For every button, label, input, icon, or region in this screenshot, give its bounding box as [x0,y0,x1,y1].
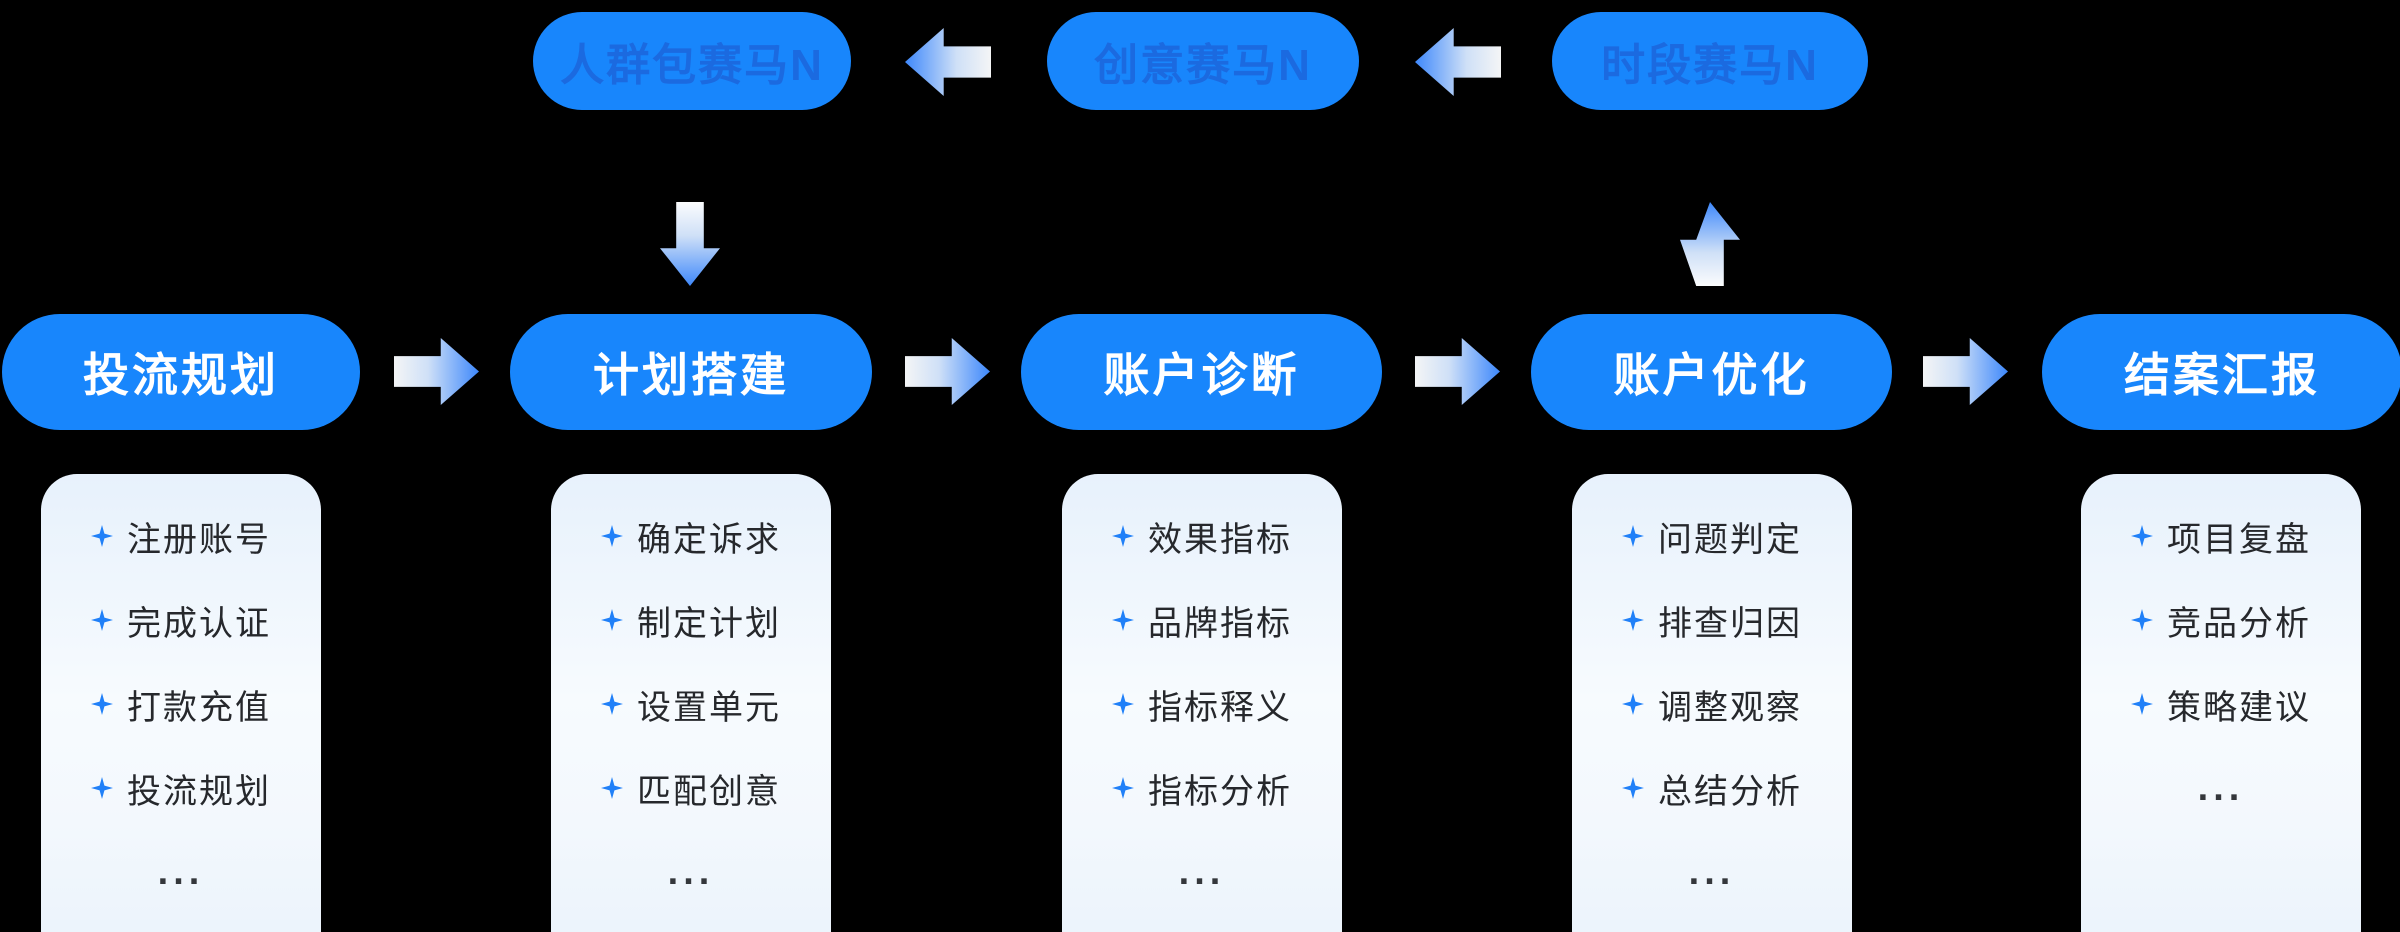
stage-pill-campaign-build: 计划搭建 [510,314,872,430]
arrow-up-icon [1680,202,1740,286]
stage-pill-final-report-label: 结案汇报 [2124,349,2320,401]
list-item: 排查归因 [1572,578,1852,662]
list-item-label: 设置单元 [637,688,781,727]
stage-pill-account-optimization: 账户优化 [1531,314,1892,430]
list-item: 效果指标 [1062,494,1342,578]
four-point-star-icon [2131,525,2153,547]
stage-pill-planning-label: 投流规划 [83,349,279,401]
list-item-label: 指标释义 [1148,688,1292,727]
list-item: 匹配创意 [551,746,831,830]
card-final-report: 项目复盘 竞品分析 策略建议 ... [2081,474,2361,932]
arrow-right-icon [1923,338,2008,405]
list-item-label: 投流规划 [127,772,271,811]
arrow-right-icon [905,338,990,405]
list-item: 指标分析 [1062,746,1342,830]
arrow-down-icon [660,202,720,286]
list-item: 完成认证 [41,578,321,662]
node-creative-race: 创意赛马N [1047,12,1359,110]
list-item: 投流规划 [41,746,321,830]
four-point-star-icon [1112,777,1134,799]
four-point-star-icon [601,777,623,799]
list-item-more: ... [1062,830,1342,914]
four-point-star-icon [2131,693,2153,715]
list-item-label: 品牌指标 [1148,604,1292,643]
arrow-left-icon [1415,28,1501,96]
stage-pill-campaign-build-label: 计划搭建 [593,349,789,401]
four-point-star-icon [1622,609,1644,631]
list-item-label: 排查归因 [1658,604,1802,643]
stage-pill-planning: 投流规划 [2,314,360,430]
card-planning: 注册账号 完成认证 打款充值 投流规划 ... [41,474,321,932]
four-point-star-icon [91,525,113,547]
list-item-label: 指标分析 [1148,772,1292,811]
list-item-label: 完成认证 [127,604,271,643]
list-item-label: 效果指标 [1148,520,1292,559]
list-item-label: 打款充值 [127,688,271,727]
list-item: 确定诉求 [551,494,831,578]
arrow-right-icon [1415,338,1500,405]
stage-pill-account-optimization-label: 账户优化 [1613,349,1810,401]
node-creative-race-label: 创意赛马N [1094,41,1312,90]
list-item: 问题判定 [1572,494,1852,578]
ellipsis-label: ... [157,851,205,893]
four-point-star-icon [1112,525,1134,547]
list-item-more: ... [41,830,321,914]
list-item-label: 竞品分析 [2167,604,2311,643]
list-item: 指标释义 [1062,662,1342,746]
card-account-diagnosis: 效果指标 品牌指标 指标释义 指标分析 ... [1062,474,1342,932]
card-account-optimization: 问题判定 排查归因 调整观察 总结分析 ... [1572,474,1852,932]
node-audience-race-label: 人群包赛马N [560,41,824,90]
four-point-star-icon [91,693,113,715]
four-point-star-icon [1622,525,1644,547]
four-point-star-icon [601,525,623,547]
list-item: 设置单元 [551,662,831,746]
node-audience-race: 人群包赛马N [533,12,851,110]
four-point-star-icon [91,609,113,631]
arrow-right-icon [394,338,479,405]
list-item: 竞品分析 [2081,578,2361,662]
list-item-label: 调整观察 [1658,688,1802,727]
four-point-star-icon [601,609,623,631]
four-point-star-icon [2131,609,2153,631]
list-item-label: 确定诉求 [637,520,781,559]
list-item: 调整观察 [1572,662,1852,746]
list-item: 品牌指标 [1062,578,1342,662]
list-item: 总结分析 [1572,746,1852,830]
node-timeslot-race: 时段赛马N [1552,12,1868,110]
four-point-star-icon [1622,693,1644,715]
four-point-star-icon [1112,693,1134,715]
list-item: 注册账号 [41,494,321,578]
list-item-label: 匹配创意 [637,772,781,811]
list-item-label: 问题判定 [1658,520,1802,559]
list-item-label: 策略建议 [2167,688,2311,727]
four-point-star-icon [91,777,113,799]
node-timeslot-race-label: 时段赛马N [1601,41,1819,90]
list-item: 策略建议 [2081,662,2361,746]
list-item: 制定计划 [551,578,831,662]
list-item: 打款充值 [41,662,321,746]
ellipsis-label: ... [1688,851,1736,893]
list-item: 项目复盘 [2081,494,2361,578]
four-point-star-icon [1622,777,1644,799]
arrow-left-icon [905,28,991,96]
four-point-star-icon [601,693,623,715]
ellipsis-label: ... [667,851,715,893]
ellipsis-label: ... [2197,767,2245,809]
ellipsis-label: ... [1178,851,1226,893]
list-item-label: 项目复盘 [2167,520,2311,559]
list-item-label: 总结分析 [1658,772,1802,811]
list-item-more: ... [551,830,831,914]
four-point-star-icon [1112,609,1134,631]
stage-pill-final-report: 结案汇报 [2042,314,2400,430]
list-item-more: ... [1572,830,1852,914]
list-item-label: 制定计划 [637,604,781,643]
stage-pill-account-diagnosis-label: 账户诊断 [1103,349,1300,401]
stage-pill-account-diagnosis: 账户诊断 [1021,314,1382,430]
list-item-label: 注册账号 [127,520,271,559]
card-campaign-build: 确定诉求 制定计划 设置单元 匹配创意 ... [551,474,831,932]
list-item-more: ... [2081,746,2361,830]
